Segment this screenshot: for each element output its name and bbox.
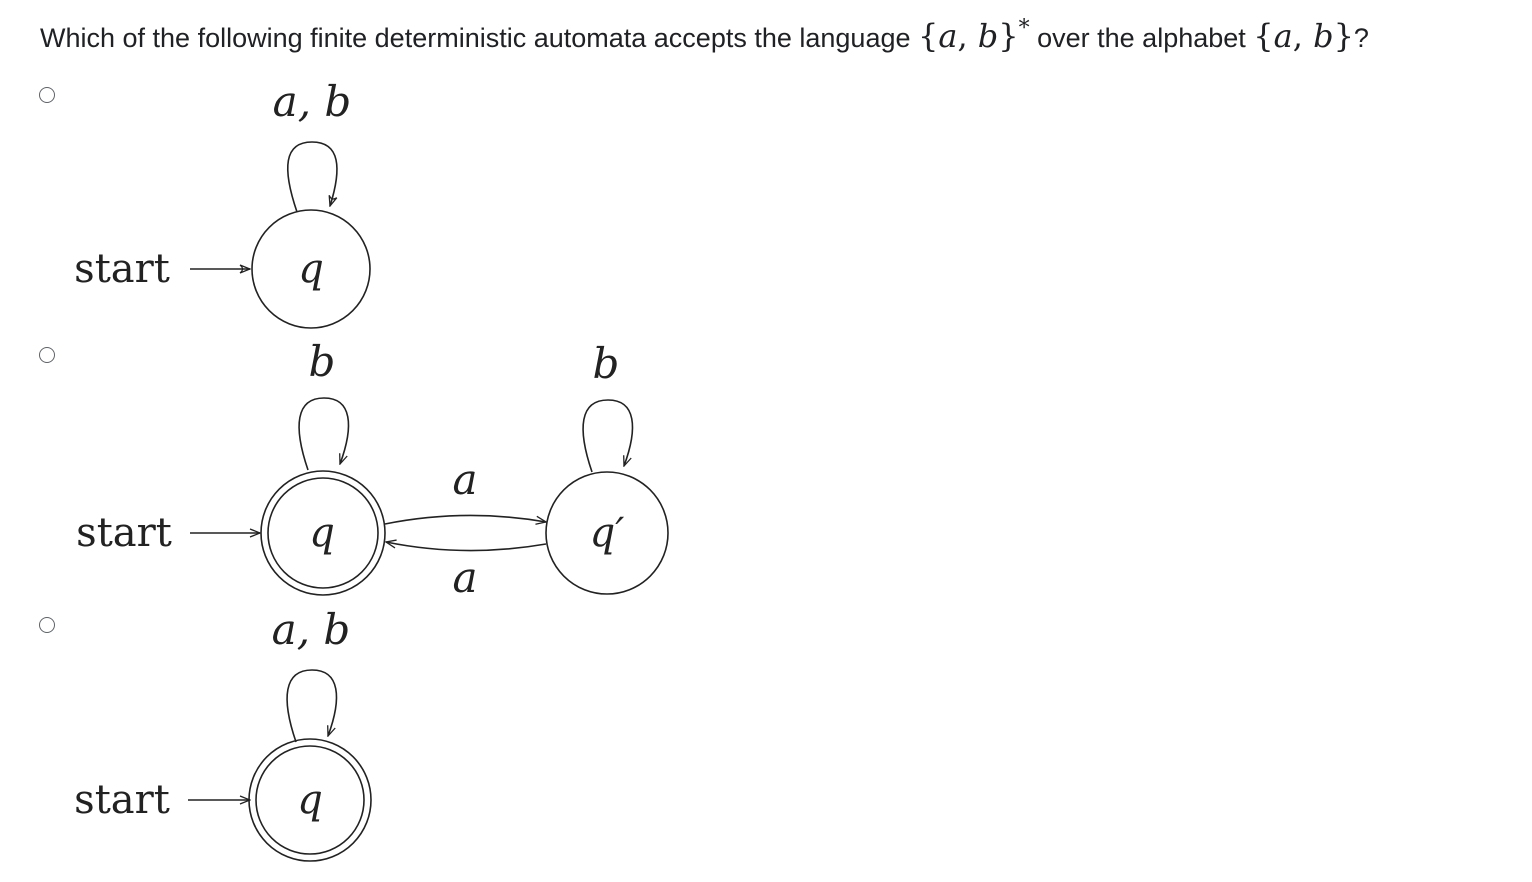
option-2-state-q2-label: q′ (590, 510, 625, 556)
option-2-state-q2 (545, 471, 669, 595)
option-3-automaton[interactable]: a, b start q (0, 600, 420, 880)
option-3-radio[interactable] (39, 617, 55, 633)
question-prefix: Which of the following finite determinis… (40, 23, 918, 53)
option-2-edge-q-to-q2 (384, 514, 546, 524)
option-2-edge-label-bottom: a (452, 553, 477, 602)
option-2-edge-q2-to-q (386, 542, 547, 552)
option-1-state-q-label: q (298, 246, 324, 292)
option-3-loop-label: a, b (272, 605, 351, 654)
option-2-edge-label-top: a (452, 455, 477, 504)
question-middle: over the alphabet (1029, 23, 1254, 53)
option-2-self-loop-q2 (582, 399, 634, 473)
language-set: {a, b}* (918, 16, 1030, 55)
option-2-start-label: start (76, 510, 172, 556)
option-2-state-q-accept-ring (267, 477, 379, 589)
option-2-self-loop-q (298, 397, 350, 471)
question-suffix: ? (1353, 23, 1369, 53)
question-text: Which of the following finite determinis… (40, 8, 1369, 59)
option-3-state-q-accept-ring (255, 745, 365, 855)
option-2-loop-label-q: b (309, 337, 336, 386)
option-3-state-q (248, 738, 372, 862)
option-2-radio[interactable] (39, 347, 55, 363)
option-2-automaton[interactable]: b b start q q′ a a (0, 330, 720, 610)
option-3-self-loop (286, 669, 338, 743)
option-2-state-q-label: q (309, 510, 335, 556)
option-1-self-loop (287, 141, 338, 213)
option-2-state-q (260, 470, 386, 596)
option-1-loop-label: a, b (273, 77, 352, 126)
option-3-start-label: start (74, 777, 170, 823)
option-1-automaton[interactable]: a, b start q (0, 70, 420, 340)
option-1-radio[interactable] (39, 87, 55, 103)
option-1-start-label: start (74, 246, 170, 292)
alphabet-set: {a, b} (1253, 17, 1354, 55)
option-2-loop-label-q2: b (593, 339, 620, 388)
option-3-state-q-label: q (297, 777, 323, 823)
option-1-state-q (251, 209, 371, 329)
